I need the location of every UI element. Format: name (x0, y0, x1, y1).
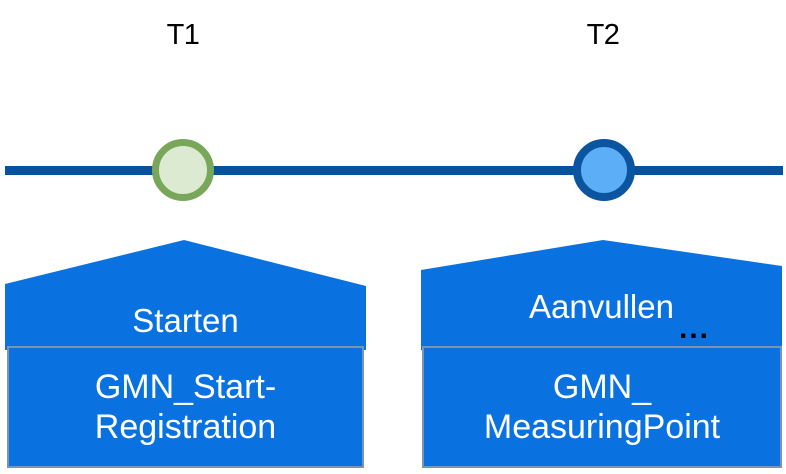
ellipsis-icon: ... (679, 312, 711, 345)
pentagon-shape-start (5, 240, 366, 350)
timeline-axis (5, 166, 783, 175)
milestone-marker-t2[interactable] (573, 139, 635, 201)
process-box-measuring-point[interactable]: GMN_ MeasuringPoint (422, 346, 782, 468)
process-box-start-registration[interactable]: GMN_Start- Registration (7, 346, 364, 468)
process-group-start-registration[interactable]: Starten GMN_Start- Registration (5, 240, 366, 470)
milestone-label-t1: T1 (166, 19, 200, 51)
milestone-marker-t1[interactable] (152, 139, 214, 201)
process-group-measuring-point[interactable]: Aanvullen ... GMN_ MeasuringPoint (421, 240, 782, 470)
process-object-label-start: GMN_Start- Registration (94, 368, 277, 446)
milestone-label-t2: T2 (586, 19, 620, 51)
process-object-label-measuring-point: GMN_ MeasuringPoint (483, 368, 721, 446)
pentagon-shape-aanvullen (421, 240, 782, 350)
